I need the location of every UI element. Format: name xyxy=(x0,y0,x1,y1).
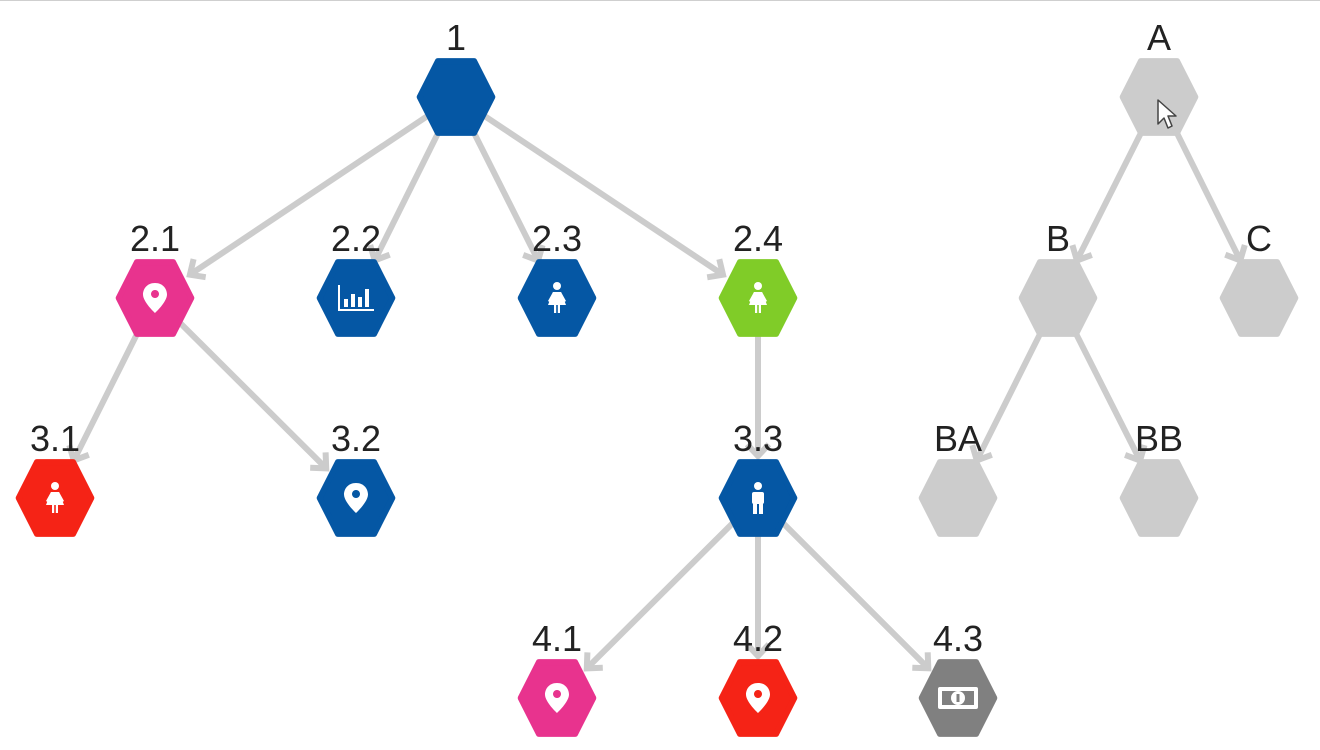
node-label: 3.2 xyxy=(331,418,381,459)
edges-layer xyxy=(66,111,1248,672)
node-label: 4.1 xyxy=(532,618,582,659)
edge-2.1-to-3.2 xyxy=(174,317,330,472)
edge-line xyxy=(174,317,329,471)
node-label: 4.3 xyxy=(933,618,983,659)
edge-2.1-to-3.1 xyxy=(66,323,145,465)
top-divider xyxy=(0,0,1320,1)
edge-line xyxy=(466,122,541,262)
edge-A-to-B xyxy=(1069,122,1149,265)
node-label: 2.3 xyxy=(532,218,582,259)
node-label: C xyxy=(1246,218,1272,259)
node-label: 2.1 xyxy=(130,218,180,259)
node-2-4[interactable]: 2.4 xyxy=(718,218,798,337)
node-label: 1 xyxy=(446,17,466,58)
node-3-2[interactable]: 3.2 xyxy=(316,418,396,537)
node-BB[interactable]: BB xyxy=(1119,418,1199,537)
edge-3.3-to-4.3 xyxy=(777,517,932,672)
arrow-head-icon xyxy=(186,258,207,281)
node-hexagon[interactable] xyxy=(1219,259,1299,337)
node-4-2[interactable]: 4.2 xyxy=(718,618,798,737)
edge-line xyxy=(1068,323,1143,462)
node-label: 2.2 xyxy=(331,218,381,259)
arrow-head-icon xyxy=(310,452,330,472)
node-label: A xyxy=(1147,17,1171,58)
edge-line xyxy=(584,517,739,671)
node-4-1[interactable]: 4.1 xyxy=(517,618,597,737)
node-hexagon[interactable] xyxy=(316,259,396,337)
node-A[interactable]: A xyxy=(1119,17,1199,136)
node-hexagon[interactable] xyxy=(1018,259,1098,337)
nodes-layer: 1 2.1 2.2 2.3 2.4 3.1 3.2 3.3 4.1 4.2 4.3 A B C BA BB xyxy=(15,17,1299,737)
edge-2.4-to-3.3 xyxy=(744,328,772,461)
money-icon xyxy=(938,687,978,709)
edge-3.3-to-4.1 xyxy=(583,517,739,672)
node-2-2[interactable]: 2.2 xyxy=(316,218,396,337)
arrow-head-icon xyxy=(706,258,727,281)
node-3-3[interactable]: 3.3 xyxy=(718,418,798,537)
edge-B-to-BA xyxy=(969,323,1048,465)
edge-B-to-BB xyxy=(1068,323,1148,465)
edge-A-to-C xyxy=(1169,122,1248,265)
node-label: B xyxy=(1046,218,1070,259)
mouse-cursor-icon xyxy=(1157,99,1177,129)
node-label: BB xyxy=(1135,418,1183,459)
edge-1-to-2.4 xyxy=(479,111,727,281)
node-1[interactable]: 1 xyxy=(416,17,496,136)
node-label: 3.3 xyxy=(733,418,783,459)
edge-line xyxy=(71,323,145,462)
edge-line xyxy=(188,111,433,278)
node-label: 4.2 xyxy=(733,618,783,659)
edge-1-to-2.1 xyxy=(186,111,433,281)
node-C[interactable]: C xyxy=(1219,218,1299,337)
edge-line xyxy=(479,111,725,278)
edge-line xyxy=(1169,122,1243,262)
node-B[interactable]: B xyxy=(1018,218,1098,337)
node-label: 3.1 xyxy=(30,418,80,459)
edge-line xyxy=(372,122,446,262)
edge-line xyxy=(1074,122,1149,262)
arrow-head-icon xyxy=(744,642,772,661)
arrow-head-icon xyxy=(583,652,603,672)
node-hexagon[interactable] xyxy=(1119,58,1199,136)
node-4-3[interactable]: 4.3 xyxy=(918,618,998,737)
node-BA[interactable]: BA xyxy=(918,418,998,537)
node-label: BA xyxy=(934,418,982,459)
edge-3.3-to-4.2 xyxy=(744,528,772,661)
node-label: 2.4 xyxy=(733,218,783,259)
edge-line xyxy=(777,517,931,671)
node-2-3[interactable]: 2.3 xyxy=(517,218,597,337)
edge-line xyxy=(974,323,1048,462)
node-hexagon[interactable] xyxy=(416,58,496,136)
node-2-1[interactable]: 2.1 xyxy=(115,218,195,337)
arrow-head-icon xyxy=(744,442,772,461)
node-hexagon[interactable] xyxy=(1119,459,1199,537)
node-3-1[interactable]: 3.1 xyxy=(15,418,95,537)
node-hexagon[interactable] xyxy=(918,459,998,537)
arrow-head-icon xyxy=(912,652,932,672)
